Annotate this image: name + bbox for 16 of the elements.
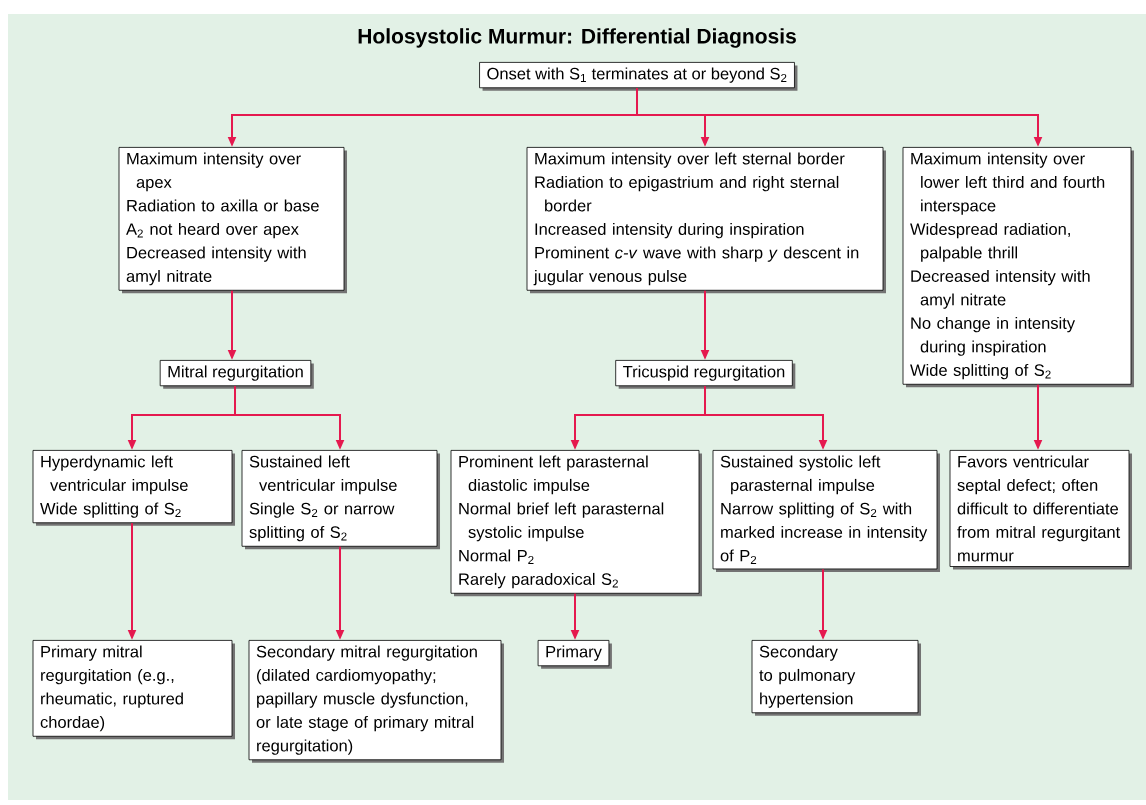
text-box: Maximum intensity over lower left third and fourth interspace Widespread radiation, palpable thrill Decreased intensity with amyl nitrate No change in intensity during inspiration Wide splitting of S$_{2}$	[902, 147, 1134, 388]
text-box: Onset with S$_{1}$ terminates at or beyond S$_{2}$	[479, 62, 798, 91]
text-box: Primary	[537, 640, 612, 669]
title: Holosystolic Murmur: Differential Diagnosis	[358, 28, 796, 48]
text-box: Mitral regurgitation	[159, 360, 314, 389]
text-box: Prominent left parasternal diastolic impulse Normal brief left parasternal systolic impulse Normal P$_{2}$ Rarely paradoxical S$_{2}$	[450, 450, 702, 597]
text-box: Secondary mitral regurgitation (dilated cardiomyopathy; papillary muscle dysfunction, or late stage of primary mitral regurgitation)	[248, 640, 504, 763]
text-box: Sustained systolic left parasternal impulse Narrow splitting of S$_{2}$ with marked increase in intensity of P$_{2}$	[712, 450, 940, 572]
text-box: Maximum intensity over left sternal border Radiation to epigastrium and right sternal border Increased intensity during inspiration Prominent c-v wave with sharp y descent in jugular venous pulse	[526, 147, 886, 294]
text-box: Sustained left ventricular impulse Single S$_{2}$ or narrow splitting of S$_{2}$	[241, 450, 440, 550]
text-box: Maximum intensity over apex Radiation to axilla or base A$_{2}$ not heard over apex Decreased intensity with amyl nitrate	[118, 147, 347, 294]
text-box: Primary mitral regurgitation (e.g., rheumatic, ruptured chordae)	[32, 640, 235, 740]
text-box: Hyperdynamic left ventricular impulse Wide splitting of S$_{2}$	[32, 450, 235, 526]
text-box: Favors ventricular septal defect; often difficult to differentiate from mitral regurgitant murmur	[949, 450, 1132, 570]
text-box: Tricuspid regurgitation	[615, 360, 796, 389]
text-box: Secondary to pulmonary hypertension	[751, 640, 921, 716]
